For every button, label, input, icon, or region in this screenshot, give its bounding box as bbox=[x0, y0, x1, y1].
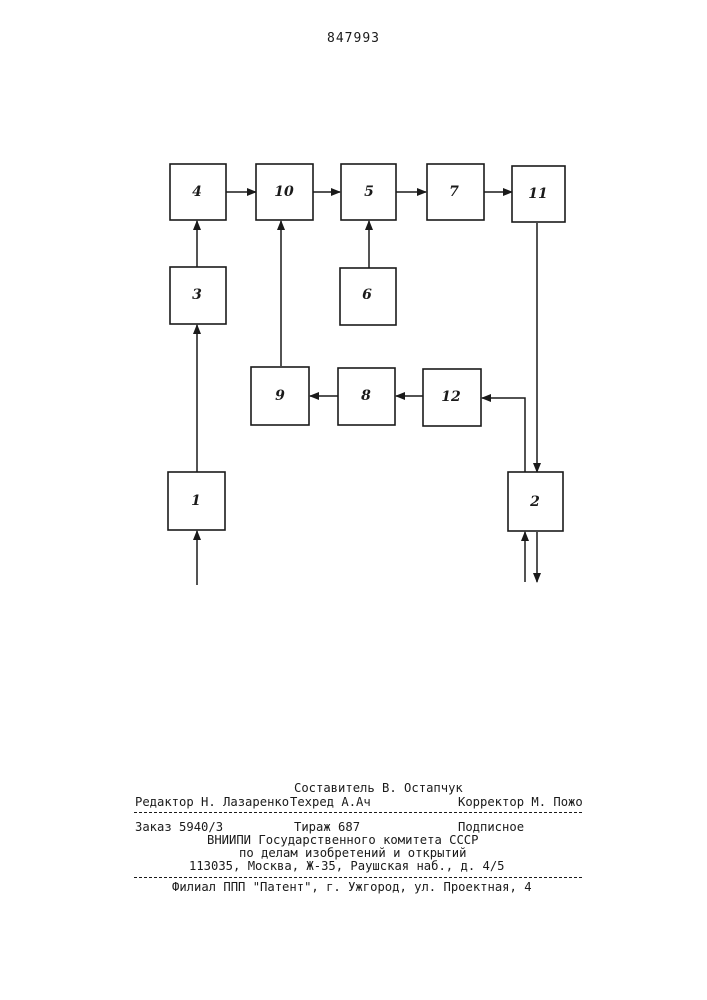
techred-line: Техред А.Ач bbox=[290, 795, 371, 809]
block-9: 9 bbox=[251, 367, 309, 425]
wire-2-12 bbox=[482, 398, 525, 472]
block-4: 4 bbox=[170, 164, 226, 220]
corrector-line: Корректор М. Пожо bbox=[458, 795, 583, 809]
block-12: 12 bbox=[423, 369, 481, 426]
block-7: 7 bbox=[427, 164, 484, 220]
block-1: 1 bbox=[168, 472, 225, 530]
block-11: 11 bbox=[512, 166, 565, 222]
block-3-label: 3 bbox=[192, 287, 202, 303]
block-1-label: 1 bbox=[191, 493, 201, 509]
block-3: 3 bbox=[170, 267, 226, 324]
block-5-label: 5 bbox=[364, 184, 374, 200]
address-line: 113035, Москва, Ж-35, Раушская наб., д. … bbox=[189, 859, 505, 873]
block-5: 5 bbox=[341, 164, 396, 220]
block-8: 8 bbox=[338, 368, 395, 425]
block-12-label: 12 bbox=[441, 389, 461, 405]
block-6: 6 bbox=[340, 268, 396, 325]
organization-line-2: по делам изобретений и открытий bbox=[239, 846, 466, 860]
editor-line: Редактор Н. Лазаренко bbox=[135, 795, 289, 809]
block-6-label: 6 bbox=[362, 287, 372, 303]
block-9-label: 9 bbox=[275, 388, 285, 404]
block-2: 2 bbox=[508, 472, 563, 531]
divider-1 bbox=[134, 812, 582, 813]
block-10: 10 bbox=[256, 164, 313, 220]
subscription-line: Подписное bbox=[458, 820, 524, 834]
divider-2 bbox=[134, 877, 582, 878]
order-line: Заказ 5940/3 bbox=[135, 820, 223, 834]
organization-line-1: ВНИИПИ Государственного комитета СССР bbox=[207, 833, 479, 847]
block-4-label: 4 bbox=[192, 184, 202, 200]
block-11-label: 11 bbox=[528, 186, 547, 202]
circulation-line: Тираж 687 bbox=[294, 820, 360, 834]
branch-line: Филиал ППП "Патент", г. Ужгород, ул. Про… bbox=[172, 880, 532, 894]
block-2-label: 2 bbox=[529, 494, 540, 510]
block-7-label: 7 bbox=[449, 184, 459, 200]
compiler-line: Составитель В. Остапчук bbox=[294, 781, 463, 795]
block-10-label: 10 bbox=[274, 184, 294, 200]
block-8-label: 8 bbox=[361, 388, 371, 404]
